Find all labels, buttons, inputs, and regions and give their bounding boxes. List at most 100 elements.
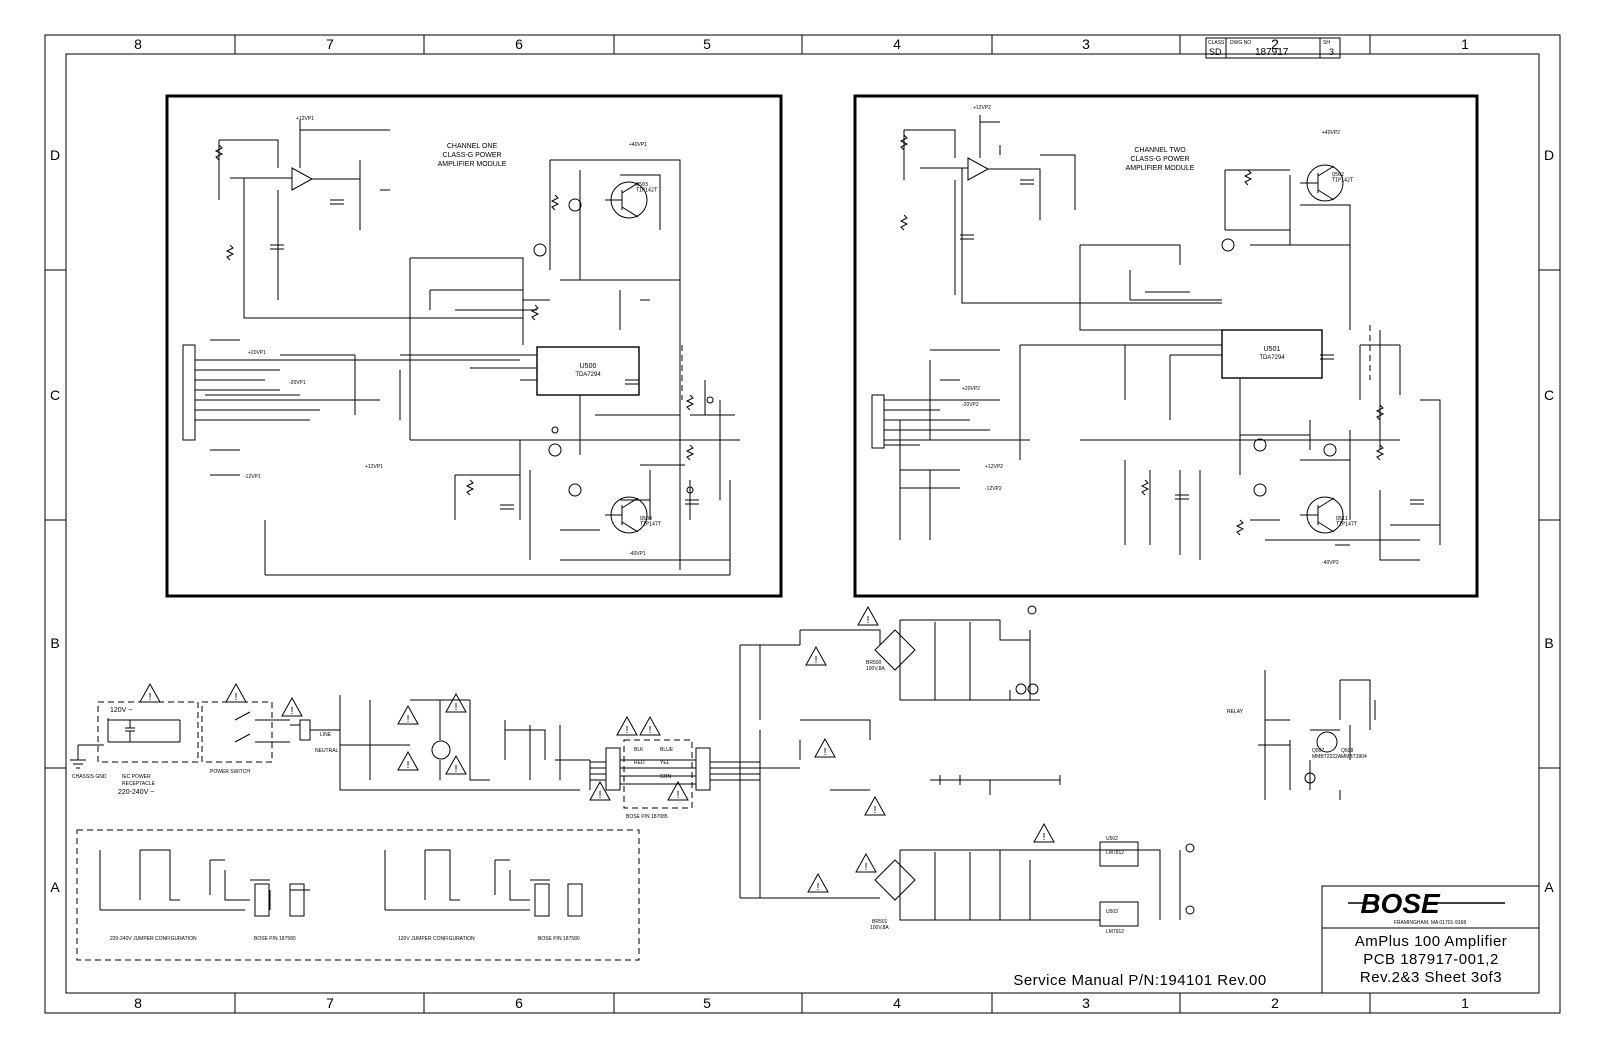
- channel-two-labels: +12VP2 +40VP2 +20VP2 -20VP2 -40VP2 +12VP…: [962, 105, 1357, 566]
- svg-text:8: 8: [134, 995, 142, 1011]
- warning-icon: !: [807, 872, 829, 893]
- svg-text:CLASS-G POWER: CLASS-G POWER: [442, 152, 501, 159]
- bridge-br501-symbol: [874, 859, 916, 901]
- svg-text:-40VP1: -40VP1: [629, 551, 646, 557]
- svg-text:LM7912: LM7912: [1106, 929, 1124, 935]
- svg-text:+12VP1: +12VP1: [365, 464, 383, 470]
- warning-icon: !: [855, 852, 877, 873]
- svg-text:-20VP2: -20VP2: [962, 402, 979, 408]
- svg-text:+12VP1: +12VP1: [296, 116, 314, 122]
- drawing-number-box: CLASS SD DWG NO 187917 SH 3: [1205, 37, 1341, 59]
- warning-icon: !: [667, 780, 689, 801]
- svg-text:2: 2: [1271, 36, 1279, 52]
- warning-icon: !: [639, 715, 661, 736]
- svg-text:5: 5: [703, 36, 711, 52]
- svg-text:+20VP2: +20VP2: [962, 386, 980, 392]
- svg-text:3: 3: [1082, 36, 1090, 52]
- svg-text:RELAY: RELAY: [1227, 709, 1244, 715]
- svg-text:CLASS-G POWER: CLASS-G POWER: [1130, 156, 1189, 163]
- warning-icon: !: [857, 605, 879, 626]
- svg-text:MMBT3904: MMBT3904: [1341, 754, 1367, 760]
- svg-text:C: C: [50, 387, 60, 403]
- svg-text:A: A: [1544, 879, 1554, 895]
- svg-text:RED: RED: [634, 760, 645, 766]
- zone-labels-top: 8 7 6 5 4 3 2 1: [134, 36, 1469, 52]
- regulator-u503: [1099, 901, 1139, 927]
- svg-text:CHANNEL TWO: CHANNEL TWO: [1134, 147, 1186, 154]
- svg-text:7: 7: [326, 995, 334, 1011]
- svg-text:!: !: [867, 615, 870, 626]
- warning-icon: !: [281, 696, 303, 717]
- svg-text:!: !: [455, 702, 458, 713]
- svg-text:!: !: [824, 747, 827, 758]
- svg-text:!: !: [874, 805, 877, 816]
- svg-text:!: !: [599, 790, 602, 801]
- channel-one-module: CHANNEL ONE CLASS-G POWER AMPLIFIER MODU…: [165, 94, 783, 598]
- svg-text:!: !: [815, 655, 818, 666]
- rectifier-section: BR500 100V,8A BR501 100V,8A LM7812 U502 …: [739, 605, 1195, 935]
- svg-text:-20VP1: -20VP1: [289, 380, 306, 386]
- svg-text:B: B: [1544, 635, 1553, 651]
- warning-icon: !: [225, 682, 247, 703]
- svg-text:MMBT2222A: MMBT2222A: [1312, 754, 1342, 760]
- svg-text:BOSE P/N 187580: BOSE P/N 187580: [254, 936, 296, 942]
- ic-u500: [536, 346, 640, 396]
- svg-text:+12VP2: +12VP2: [985, 464, 1003, 470]
- svg-text:+12VP2: +12VP2: [973, 105, 991, 111]
- svg-text:RECEPTACLE: RECEPTACLE: [122, 781, 156, 787]
- warning-icon: !: [1033, 822, 1055, 843]
- svg-text:+20VP1: +20VP1: [248, 350, 266, 356]
- channel-one-labels: +12VP1 +40VP1 +20VP1 -20VP1 -40VP1 +12VP…: [244, 116, 661, 557]
- svg-text:Q507: Q507: [1312, 748, 1324, 754]
- svg-text:220-240V ~: 220-240V ~: [118, 789, 154, 796]
- warning-icon: !: [864, 795, 886, 816]
- svg-text:-12VP1: -12VP1: [244, 474, 261, 480]
- svg-text:!: !: [455, 764, 458, 775]
- svg-text:BOSE P/N 187580: BOSE P/N 187580: [538, 936, 580, 942]
- zone-labels-bottom: 8 7 6 5 4 3 2 1: [134, 995, 1469, 1011]
- jumper-config-inset: 220-240V JUMPER CONFIGURATION 120V JUMPE…: [76, 829, 640, 961]
- svg-text:AmPlus 100 Amplifier: AmPlus 100 Amplifier: [1355, 933, 1508, 950]
- svg-text:!: !: [291, 706, 294, 717]
- svg-text:!: !: [407, 714, 410, 725]
- channel-two-module: CHANNEL TWO CLASS-G POWER AMPLIFIER MODU…: [853, 94, 1479, 598]
- warning-icon: !: [805, 645, 827, 666]
- svg-text:TDA7294: TDA7294: [1259, 355, 1285, 361]
- svg-text:120V ~: 120V ~: [110, 707, 132, 714]
- svg-text:AMPLIFIER MODULE: AMPLIFIER MODULE: [1126, 165, 1195, 172]
- svg-text:A: A: [50, 879, 60, 895]
- zone-dividers: [45, 35, 1560, 1013]
- svg-text:Rev.2&3 Sheet 3of3: Rev.2&3 Sheet 3of3: [1360, 969, 1502, 986]
- svg-text:CHANNEL ONE: CHANNEL ONE: [447, 143, 498, 150]
- svg-text:BR500: BR500: [866, 660, 882, 666]
- svg-text:SD: SD: [1209, 47, 1222, 57]
- svg-text:BOSE P/N 187085: BOSE P/N 187085: [626, 814, 668, 820]
- svg-text:!: !: [407, 760, 410, 771]
- svg-text:CHASSIS GND: CHASSIS GND: [72, 774, 107, 780]
- svg-text:FRAMINGHAM, MA 01701-9168: FRAMINGHAM, MA 01701-9168: [1394, 920, 1466, 926]
- svg-text:U502: U502: [1106, 836, 1118, 842]
- svg-text:8: 8: [134, 36, 142, 52]
- svg-text:3: 3: [1329, 47, 1334, 57]
- svg-text:!: !: [1043, 832, 1046, 843]
- svg-text:1: 1: [1461, 36, 1469, 52]
- svg-text:-12VP2: -12VP2: [985, 486, 1002, 492]
- svg-text:U501: U501: [1264, 346, 1281, 353]
- warning-icon: !: [616, 715, 638, 736]
- svg-text:2: 2: [1271, 995, 1279, 1011]
- svg-text:AMPLIFIER MODULE: AMPLIFIER MODULE: [438, 161, 507, 168]
- svg-text:+40VP1: +40VP1: [629, 142, 647, 148]
- warning-icon: !: [445, 692, 467, 713]
- warning-icon: !: [589, 780, 611, 801]
- svg-text:BR501: BR501: [872, 919, 888, 925]
- svg-text:CLASS: CLASS: [1208, 40, 1225, 46]
- transformer-connector: BLK RED BLUE YEL GRN BOSE P/N 187085: [590, 739, 800, 820]
- svg-text:U503: U503: [1106, 909, 1118, 915]
- svg-text:6: 6: [515, 995, 523, 1011]
- bridge-br500-symbol: [874, 629, 916, 671]
